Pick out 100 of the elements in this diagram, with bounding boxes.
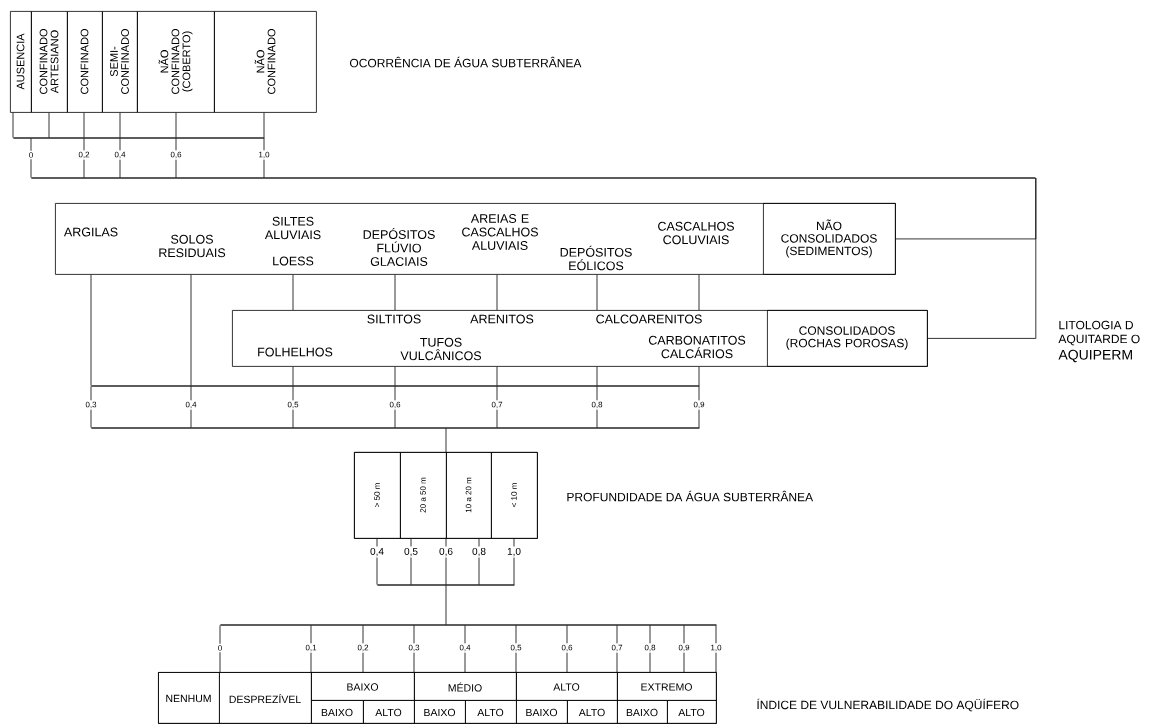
connector-line — [445, 557, 447, 585]
table-cell: ALTO — [465, 700, 517, 724]
scale-value: 0,2 — [357, 644, 369, 652]
connector-line — [596, 386, 598, 401]
connector-line — [683, 625, 685, 644]
connector-line — [292, 409, 294, 428]
connector-line — [596, 366, 598, 386]
scale-value: 0,4 — [185, 401, 197, 409]
table-cell: BAIXO — [414, 700, 466, 724]
section-title: LITOLOGIA D — [1059, 320, 1133, 330]
rock-type-label: CASCALHOS COLUVIAIS — [658, 221, 734, 245]
category-cell: CONFINADO — [67, 11, 103, 113]
connector-line — [362, 625, 364, 644]
rock-type-label: CARBONATITOS CALCÁRIOS — [648, 335, 746, 359]
scale-value: 0,6 — [389, 401, 401, 409]
connector-line — [292, 366, 294, 386]
connector-line — [649, 652, 651, 673]
scale-value: 0,7 — [611, 644, 623, 652]
scale-value: 0,4 — [370, 547, 384, 557]
connector-line — [445, 585, 447, 625]
scale-value: 0,9 — [678, 644, 690, 652]
connector-line — [30, 158, 32, 178]
rock-type-label: AREIAS E CASCALHOS ALUVIAIS — [462, 214, 538, 250]
connector-line — [175, 159, 177, 178]
connector-line — [515, 625, 517, 644]
connector-line — [464, 652, 466, 673]
connector-line — [698, 409, 700, 428]
connector-line — [496, 274, 498, 311]
connector-line — [410, 557, 412, 585]
connector-line — [292, 386, 294, 401]
scale-bar — [31, 177, 1036, 179]
scale-bar — [91, 385, 700, 387]
depth-cell: 10 a 20 m — [446, 452, 492, 539]
connector-line — [190, 274, 192, 386]
scale-value: 0,8 — [591, 401, 603, 409]
scale-value: 0,3 — [85, 401, 97, 409]
connector-line — [698, 386, 700, 401]
scale-value: 0,5 — [404, 547, 418, 557]
section-title: OCORRÊNCIA DE ÁGUA SUBTERRÂNEA — [349, 56, 582, 68]
table-cell: BAIXO — [311, 672, 415, 701]
connector-line — [616, 652, 618, 673]
scale-bar — [377, 584, 515, 586]
connector-line — [119, 112, 121, 138]
connector-line — [263, 138, 265, 151]
connector-line — [927, 177, 1037, 339]
connector-line — [12, 112, 14, 138]
table-cell: ALTO — [516, 672, 618, 701]
category-cell: CONFINADO ARTESIANO — [31, 11, 68, 113]
connector-line — [478, 538, 480, 547]
connector-line — [478, 557, 480, 585]
category-cell: CONSOLIDADOS (ROCHAS POROSAS) — [767, 310, 928, 367]
connector-line — [292, 274, 294, 311]
connector-line — [83, 112, 85, 138]
connector-line — [596, 409, 598, 428]
connector-line — [394, 409, 396, 428]
scale-value: 0,6 — [561, 644, 573, 652]
connector-line — [496, 386, 498, 401]
scale-value: 0,4 — [459, 644, 471, 652]
connector-line — [175, 112, 177, 138]
connector-line — [119, 159, 121, 178]
connector-line — [496, 366, 498, 386]
connector-line — [310, 625, 312, 644]
connector-line — [596, 274, 598, 311]
scale-value: 0,8 — [472, 547, 486, 557]
connector-line — [394, 366, 396, 386]
depth-cell: 20 a 50 m — [400, 452, 447, 539]
table-cell: ALTO — [567, 700, 618, 724]
connector-line — [698, 366, 700, 386]
scale-value: 1,0 — [507, 547, 521, 557]
category-cell: NÃO CONSOLIDADOS (SEDIMENTOS) — [763, 203, 896, 275]
rock-type-label: ARENITOS — [470, 314, 534, 324]
scale-bar — [13, 137, 265, 139]
depth-cell: > 50 m — [354, 452, 401, 539]
scale-bar — [220, 624, 717, 626]
rock-type-label: DEPÓSITOS EÓLICOS — [560, 245, 632, 271]
connector-line — [698, 274, 700, 311]
connector-line — [683, 652, 685, 673]
connector-line — [119, 138, 121, 151]
table-cell: BAIXO — [311, 700, 364, 724]
table-cell: ALTO — [667, 700, 717, 724]
rock-type-label: SOLOS RESIDUAIS — [159, 234, 226, 258]
section-title: AQUIPERM — [1058, 349, 1132, 363]
scale-value: 0,5 — [287, 401, 299, 409]
connector-line — [496, 409, 498, 428]
connector-line — [83, 159, 85, 178]
table-cell: MÉDIO — [414, 672, 517, 701]
category-cell: SEMI- CONFINADO — [102, 11, 138, 113]
scale-value: 0,4 — [114, 151, 126, 159]
table-cell: BAIXO — [617, 700, 668, 724]
connector-line — [410, 538, 412, 547]
rock-type-label: FOLHELHOS — [258, 347, 333, 357]
scale-value: 0,6 — [170, 151, 182, 159]
connector-line — [30, 138, 32, 152]
connector-line — [566, 625, 568, 644]
scale-value: 0,5 — [510, 644, 522, 652]
connector-line — [190, 409, 192, 428]
section-title: ÍNDICE DE VULNERABILIDADE DO AQÜÍFERO — [757, 698, 1019, 712]
scale-value: 1,0 — [259, 151, 270, 159]
connector-line — [263, 159, 265, 178]
connector-line — [219, 625, 221, 645]
